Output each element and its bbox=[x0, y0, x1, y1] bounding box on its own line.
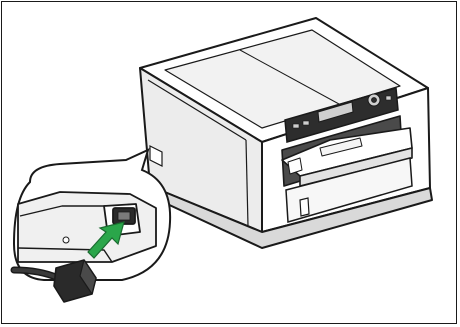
control-panel-button-3 bbox=[386, 96, 391, 100]
control-panel-button-1 bbox=[293, 124, 299, 128]
inlet-screw bbox=[63, 237, 69, 243]
control-panel-dial-center bbox=[372, 98, 377, 103]
control-panel-button-2 bbox=[303, 121, 309, 125]
power-inlet-detail bbox=[18, 192, 156, 262]
paper-cassette-handle bbox=[300, 198, 309, 216]
power-inlet-pins bbox=[118, 212, 130, 220]
